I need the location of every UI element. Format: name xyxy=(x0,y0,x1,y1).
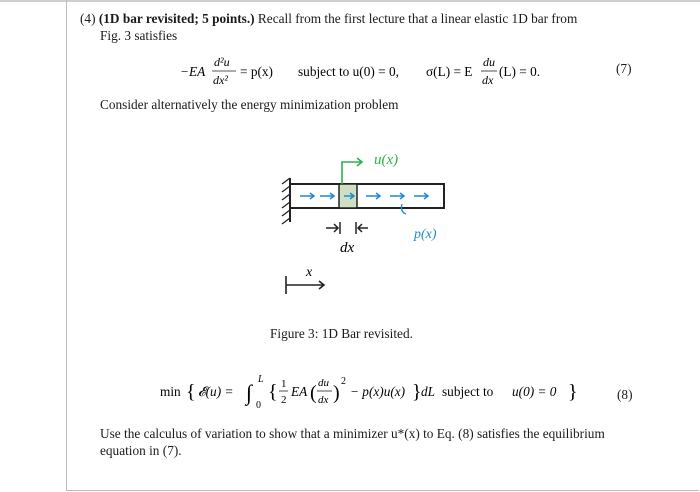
eq8-upper: L xyxy=(257,374,264,385)
label-x: x xyxy=(305,265,313,280)
bar-sketch: u(x) p(x) dx x xyxy=(281,152,445,294)
eq8-integral: ∫ xyxy=(244,380,254,406)
eq8-lparen: ( xyxy=(310,382,317,404)
eq8-min: min xyxy=(160,384,181,399)
eq8-ea: EA xyxy=(290,384,308,399)
x-axis-arrow-icon xyxy=(285,276,326,294)
eq7-lhs-prefix: −EA xyxy=(180,64,206,79)
eq8-inner-brace: { xyxy=(268,381,278,403)
eq7-rhs: = p(x) xyxy=(240,64,273,79)
eq8-lower: 0 xyxy=(256,400,261,411)
eq8-condition: subject to xyxy=(442,384,494,399)
eq7-bc-tail: (L) = 0. xyxy=(499,64,540,79)
eq8-half-num: 1 xyxy=(281,378,287,390)
eq8-left-brace: { xyxy=(186,381,196,403)
eq7-bc: σ(L) = E xyxy=(426,64,472,79)
eq8-du: du xyxy=(318,377,330,389)
closing-line-2: equation in (7). xyxy=(100,443,182,458)
eq8-right-brace: } xyxy=(568,381,578,403)
eq7-bc-frac-num: du xyxy=(483,55,495,69)
closing-text: Use the calculus of variation to show th… xyxy=(100,425,645,459)
equation-7-math: −EA d²u dx² = p(x) subject to u(0) = 0, … xyxy=(180,55,540,87)
displacement-arrow-icon xyxy=(341,157,364,184)
eq8-power: 2 xyxy=(341,376,346,387)
eq7-condition: subject to u(0) = 0, xyxy=(298,64,399,79)
eq8-rest: − p(x)u(x) xyxy=(350,384,406,399)
intro-line-1: Recall from the first lecture that a lin… xyxy=(257,11,578,26)
equation-8-math: min { 𝓔(u) = ∫ L 0 { 1 2 EA ( du dx ) 2 … xyxy=(160,374,578,411)
equation-8-number: (8) xyxy=(617,387,633,402)
problem-title: (1D bar revisited; 5 points.) xyxy=(98,11,255,26)
eq7-frac-num: d²u xyxy=(214,55,230,69)
eq8-inner-rbrace: } xyxy=(412,381,422,403)
eq7-bc-frac-den: dx xyxy=(482,73,494,87)
dx-dimension-icon xyxy=(326,222,368,234)
load-arrows-icon xyxy=(300,192,430,215)
equation-7: −EA d²u dx² = p(x) subject to u(0) = 0, … xyxy=(180,52,640,92)
closing-line-1: Use the calculus of variation to show th… xyxy=(100,426,605,441)
eq8-half-den: 2 xyxy=(281,394,287,406)
eq8-dl: dL xyxy=(421,384,435,399)
equation-8: min { 𝓔(u) = ∫ L 0 { 1 2 EA ( du dx ) 2 … xyxy=(160,372,580,412)
problem-number: (4) xyxy=(80,11,96,26)
page-frame xyxy=(66,0,699,491)
figure-caption: Figure 3: 1D Bar revisited. xyxy=(270,326,413,341)
eq8-functional: 𝓔(u) = xyxy=(198,384,233,399)
label-ux: u(x) xyxy=(374,152,398,168)
eq8-bc: u(0) = 0 xyxy=(512,384,557,399)
equation-7-number: (7) xyxy=(616,61,632,76)
intro-line-2: Fig. 3 satisfies xyxy=(100,28,178,43)
top-border xyxy=(0,0,700,2)
consider-text: Consider alternatively the energy minimi… xyxy=(100,97,399,112)
wall-hatch-icon xyxy=(281,177,291,225)
problem-intro: (4) (1D bar revisited; 5 points.) Recall… xyxy=(80,10,640,44)
eq7-frac-den: dx² xyxy=(213,73,228,87)
bar-outline xyxy=(289,183,445,209)
label-dx: dx xyxy=(340,240,355,256)
bar-figure: u(x) p(x) dx x xyxy=(270,140,470,305)
eq8-rparen: ) xyxy=(333,382,340,404)
label-px: p(x) xyxy=(413,227,437,242)
eq8-dx: dx xyxy=(318,394,329,406)
